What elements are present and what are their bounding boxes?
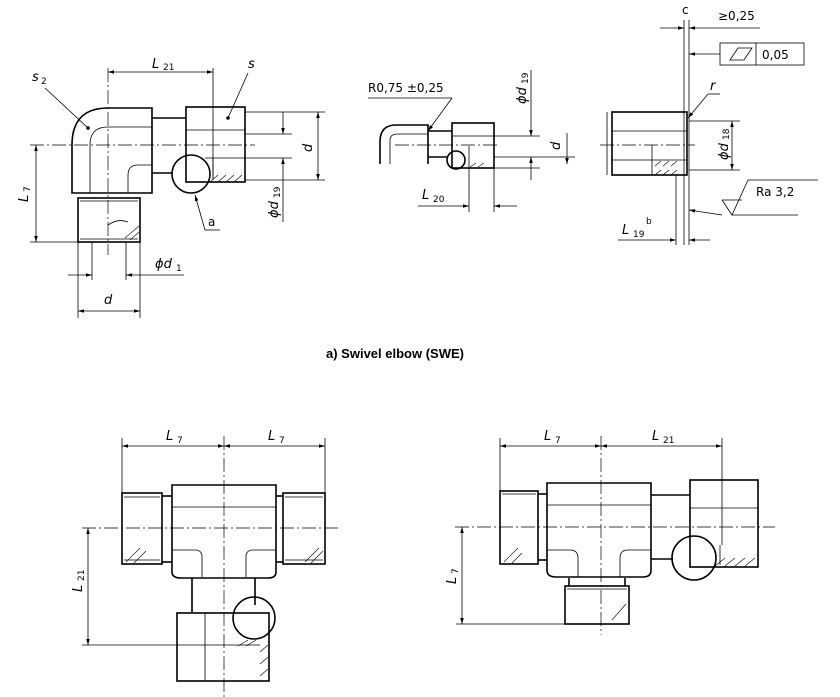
label-phi-d1: ϕd xyxy=(155,257,173,272)
label-L20: L xyxy=(422,188,429,203)
nut-face-detail: c ≥0,25 0,05 r ϕd 18 Ra 3,2 L 19 b xyxy=(600,3,818,245)
label-phi-d19-sub: 19 xyxy=(273,186,283,198)
surface-roughness-symbol xyxy=(721,179,818,216)
label-s2-sub: 2 xyxy=(41,77,47,87)
label-c: c xyxy=(682,3,689,17)
label-r: r xyxy=(710,79,717,94)
swivel-elbow-main-view: L 21 s 2 s L 7 d ϕd 19 a ϕ xyxy=(17,57,325,318)
swivel-branch-tee-view: L 7 L 21 L 7 xyxy=(445,429,775,635)
label-min-gap: ≥0,25 xyxy=(718,9,755,23)
swivel-elbow-detail-radius: R0,75 ±0,25 ϕd 19 d L 20 xyxy=(368,70,575,212)
hatch-nut xyxy=(209,174,243,183)
label-a: a xyxy=(208,215,215,229)
label-s: s xyxy=(248,57,255,72)
label-L7-left-sub: 7 xyxy=(177,436,183,446)
label-phi-d19: ϕd xyxy=(515,86,530,104)
label-L7-side-sub: 7 xyxy=(451,568,461,574)
swivel-run-tee-view: L 7 L 7 L 21 xyxy=(71,429,338,697)
label-d-right: d xyxy=(301,143,316,152)
label-phi-d18-sub: 18 xyxy=(722,128,732,140)
label-L19-sub: 19 xyxy=(633,230,645,240)
label-d: d xyxy=(549,141,564,150)
label-roughness: Ra 3,2 xyxy=(756,185,794,199)
label-L21: L xyxy=(652,429,659,444)
label-L7-top-sub: 7 xyxy=(555,436,561,446)
label-L19-sup: b xyxy=(646,217,652,227)
flatness-frame xyxy=(719,42,805,66)
caption-swivel-elbow: a) Swivel elbow (SWE) xyxy=(326,346,464,361)
label-L7-right-sub: 7 xyxy=(279,436,285,446)
label-phi-d19: ϕd xyxy=(267,200,282,218)
label-L21-sub: 21 xyxy=(77,570,87,581)
label-L7-side: L xyxy=(445,577,460,584)
label-L21-sub: 21 xyxy=(663,436,674,446)
label-L7-right: L xyxy=(268,429,275,444)
flatness-icon xyxy=(729,47,753,61)
label-radius-tolerance: R0,75 ±0,25 xyxy=(368,81,444,95)
hatch-face xyxy=(654,160,678,176)
label-d-bottom: d xyxy=(104,293,113,308)
label-L21-sub: 21 xyxy=(163,63,174,73)
label-phi-d1-sub: 1 xyxy=(176,264,182,274)
label-L21: L xyxy=(152,57,159,72)
label-L7-sub: 7 xyxy=(23,186,33,192)
label-L19: L xyxy=(622,223,629,238)
label-phi-d18: ϕd xyxy=(717,142,732,160)
label-L7-top: L xyxy=(544,429,551,444)
label-flatness-value: 0,05 xyxy=(762,48,789,62)
label-L7: L xyxy=(17,195,32,202)
label-phi-d19-sub: 19 xyxy=(521,72,531,84)
label-L7-left: L xyxy=(166,429,173,444)
ball-detail xyxy=(171,154,211,194)
label-L20-sub: 20 xyxy=(433,195,445,205)
label-L21: L xyxy=(71,585,86,592)
label-s2: s xyxy=(32,70,39,85)
